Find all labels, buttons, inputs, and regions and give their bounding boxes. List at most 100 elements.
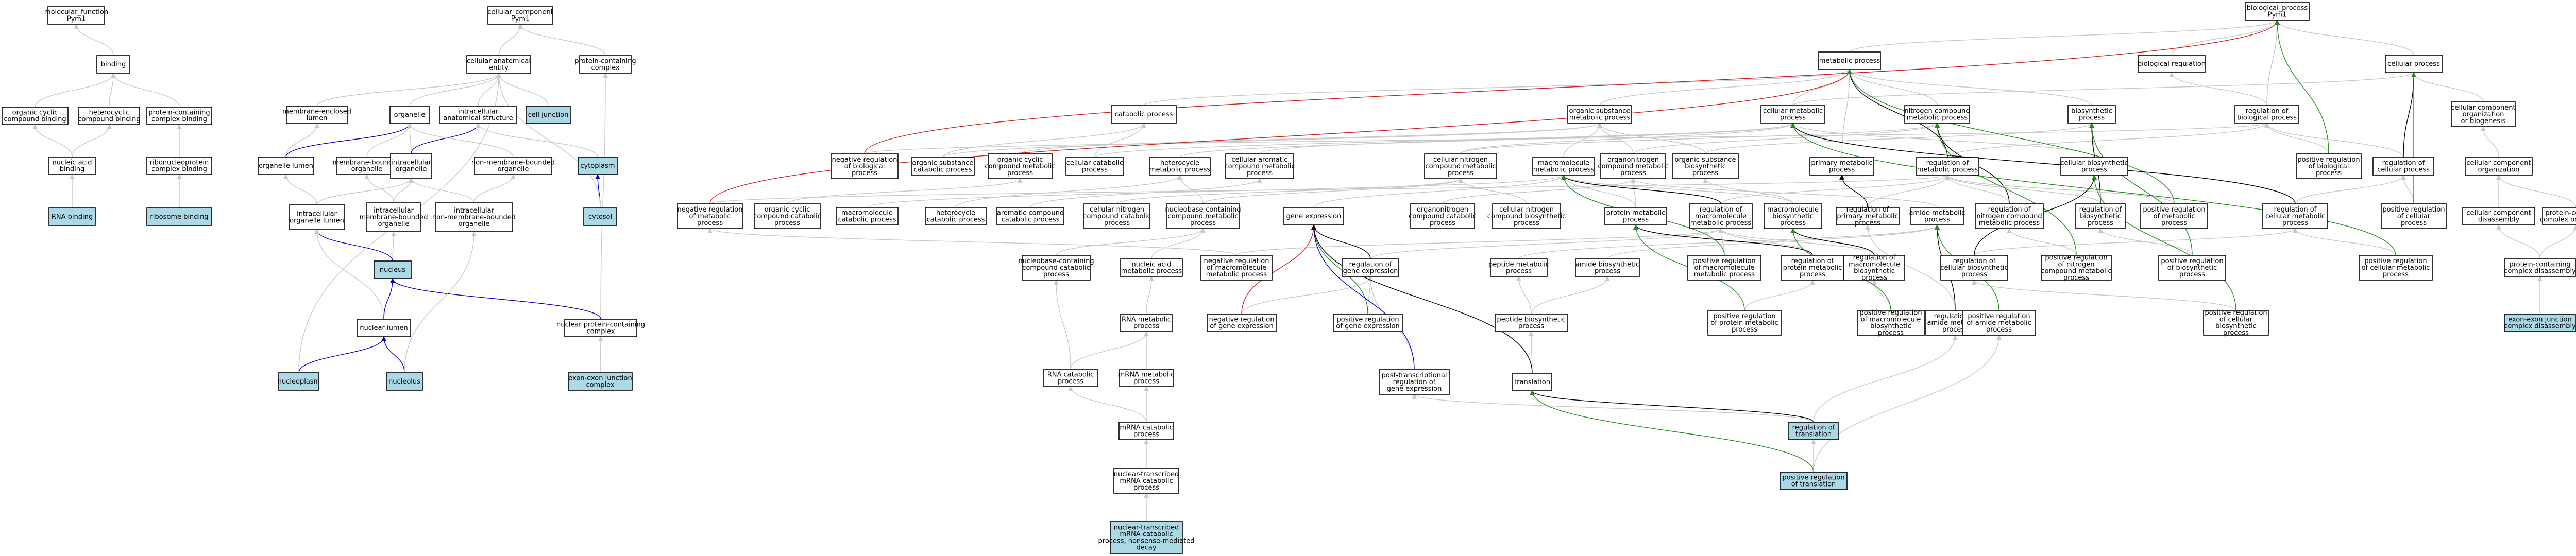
node-orgl[interactable]: organelle lumen <box>258 157 314 175</box>
node-org[interactable]: organelle <box>389 106 430 124</box>
node-catp[interactable]: catabolic process <box>1111 105 1177 124</box>
node-npl[interactable]: nucleoplasm <box>278 372 320 391</box>
node-cp[interactable]: cellular process <box>2385 55 2443 73</box>
node-mp[interactable]: metabolic process <box>1818 51 1881 70</box>
node-nucleus[interactable]: nucleus <box>374 260 412 279</box>
node-ribb[interactable]: ribosome binding <box>146 207 212 226</box>
node-cyto[interactable]: cytoplasm <box>578 157 618 175</box>
node-binding[interactable]: binding <box>96 55 130 74</box>
node-ge[interactable]: gene expression <box>1283 207 1344 225</box>
node-rnab[interactable]: RNA binding <box>48 207 96 226</box>
node-nuc[interactable]: nucleolus <box>386 372 423 391</box>
node-nl[interactable]: nuclear lumen <box>357 319 411 337</box>
node-cj[interactable]: cell junction <box>526 106 571 124</box>
node-cytosol[interactable]: cytosol <box>583 207 617 226</box>
node-breg[interactable]: biological regulation <box>2138 55 2206 73</box>
node-trans[interactable]: translation <box>1512 373 1552 391</box>
